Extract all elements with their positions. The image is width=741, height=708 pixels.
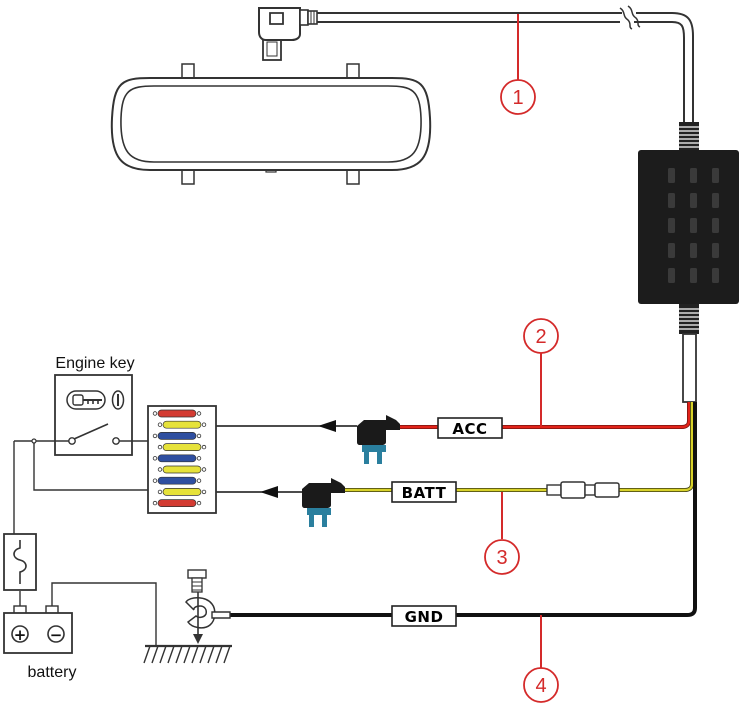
vent-slot	[690, 268, 697, 283]
callout-1: 1	[501, 80, 535, 114]
blade-fuse	[153, 432, 201, 439]
vent-slot	[690, 193, 697, 208]
fuse-tap-batt-icon	[302, 478, 345, 527]
vent-slot	[668, 168, 675, 183]
vent-slot	[712, 243, 719, 258]
vent-slot	[712, 218, 719, 233]
vent-slot	[712, 168, 719, 183]
callout-2-number: 2	[535, 326, 546, 348]
ignition-switch	[55, 375, 132, 455]
fuse-box	[148, 406, 216, 513]
vent-slot	[690, 218, 697, 233]
ground-bolt-icon	[188, 570, 206, 592]
callout-4-number: 4	[535, 675, 546, 697]
blade-fuse	[153, 410, 201, 417]
callout-2: 2	[524, 319, 558, 353]
fuse-list	[153, 410, 206, 507]
ring-terminal-icon	[186, 592, 230, 644]
blade-fuse	[158, 421, 206, 428]
batt-label-tag: BATT	[392, 482, 456, 502]
vent-slot	[712, 268, 719, 283]
engine-key-label: Engine key	[55, 355, 134, 372]
strain-relief-bottom	[679, 304, 699, 402]
batt-arrow-icon	[216, 486, 302, 498]
callout-3-number: 3	[496, 547, 507, 569]
vent-slot	[668, 218, 675, 233]
chassis-ground-icon	[144, 646, 232, 663]
callout-4: 4	[524, 668, 558, 702]
vent-slot	[712, 193, 719, 208]
key-icon	[67, 391, 105, 409]
acc-label-tag: ACC	[438, 418, 502, 438]
blade-fuse	[153, 455, 201, 462]
inline-fuse-holder	[547, 482, 619, 498]
vent-slot	[668, 243, 675, 258]
gnd-label-tag: GND	[392, 606, 456, 626]
battery-icon: + −	[4, 606, 72, 653]
positive-terminal-label: +	[14, 626, 27, 644]
strain-relief-top	[679, 122, 699, 152]
batt-label: BATT	[402, 484, 447, 502]
negative-terminal-label: −	[50, 626, 63, 644]
vent-slot	[690, 168, 697, 183]
vent-slot	[690, 243, 697, 258]
callout-3: 3	[485, 540, 519, 574]
vent-slot	[668, 193, 675, 208]
fuse-tap-acc-icon	[357, 415, 400, 464]
rearview-mirror-dashcam	[112, 64, 430, 184]
battery-label: battery	[28, 664, 77, 681]
gnd-label: GND	[405, 608, 444, 626]
key-slot-icon	[113, 391, 124, 409]
blade-fuse	[158, 466, 206, 473]
blade-fuse	[153, 477, 201, 484]
vent-slot	[668, 268, 675, 283]
blade-fuse	[158, 444, 206, 451]
blade-fuse	[158, 488, 206, 495]
hardwire-module	[638, 150, 739, 304]
callout-1-number: 1	[512, 87, 523, 109]
acc-arrow-icon	[216, 420, 357, 432]
acc-label: ACC	[452, 420, 487, 438]
main-fuse-icon	[4, 534, 36, 590]
blade-fuse	[153, 500, 201, 507]
usb-plug-icon	[259, 8, 317, 60]
batt-wire	[345, 402, 692, 490]
